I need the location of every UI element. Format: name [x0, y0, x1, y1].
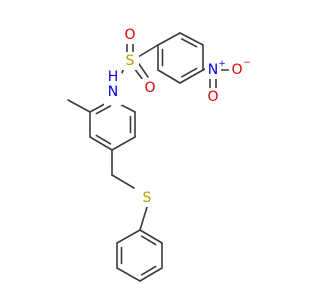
phenyl-ring-bond-5 — [116, 229, 141, 244]
phenyl-ring-bond-0 — [139, 229, 163, 244]
atom-label-layer: S O O H N N + O O − S — [104, 26, 251, 207]
nitrobenzene-ring-bond-0 — [179, 32, 204, 46]
tolyl-ring-bond-2 — [89, 136, 113, 151]
tolyl-ring-inner-bond-4 — [95, 105, 112, 115]
phenyl-ring-inner-bond-0 — [140, 235, 157, 246]
nitrobenzene-ring-bond-3 — [157, 69, 181, 84]
tolyl-ring-bond-1 — [111, 136, 136, 151]
structure-svg: S O O H N N + O O − S — [67, 26, 251, 282]
nitrobenzene-ring-inner-bond-0 — [181, 38, 198, 48]
molecule-diagram: S O O H N N + O O − S — [67, 26, 251, 282]
phenyl-ring-inner-bond-2 — [140, 265, 157, 276]
nitrobenzene-ring-bond-5 — [157, 32, 181, 46]
sulfur-to-phenyl-bond — [139, 206, 148, 231]
amide-nitrogen-label: N — [108, 84, 118, 100]
sulfonyl-sulfur-label: S — [126, 53, 135, 69]
sulfonyl-to-ring-bond — [137, 44, 159, 58]
nitrobenzene-ring-bond-2 — [179, 69, 204, 84]
thioether-sulfur-label: S — [143, 190, 152, 206]
methyl-bond — [67, 99, 91, 113]
sulfonyl-oxygen-bottom-label: O — [144, 80, 155, 96]
sulfonyl-oxygen-bottom-bond-b — [138, 63, 149, 78]
nitro-nitrogen-charge: + — [218, 59, 226, 69]
phenyl-ring-bond-3 — [116, 267, 141, 282]
amide-hydrogen-label: H — [108, 69, 119, 85]
nitro-nitrogen-label: N — [208, 62, 218, 78]
nitrobenzene-ring-inner-bond-2 — [181, 67, 198, 78]
nitro-oxygen-single-label: O — [231, 62, 242, 78]
bond-layer — [67, 32, 230, 282]
tolyl-ring-inner-bond-2 — [95, 134, 112, 145]
nitro-oxygen-double-label: O — [207, 89, 218, 105]
methylene-to-sulfur-bond — [111, 174, 135, 189]
nitro-oxygen-charge: − — [243, 58, 251, 68]
phenyl-ring-bond-2 — [139, 267, 163, 282]
sulfonyl-oxygen-top-label: O — [124, 27, 135, 43]
